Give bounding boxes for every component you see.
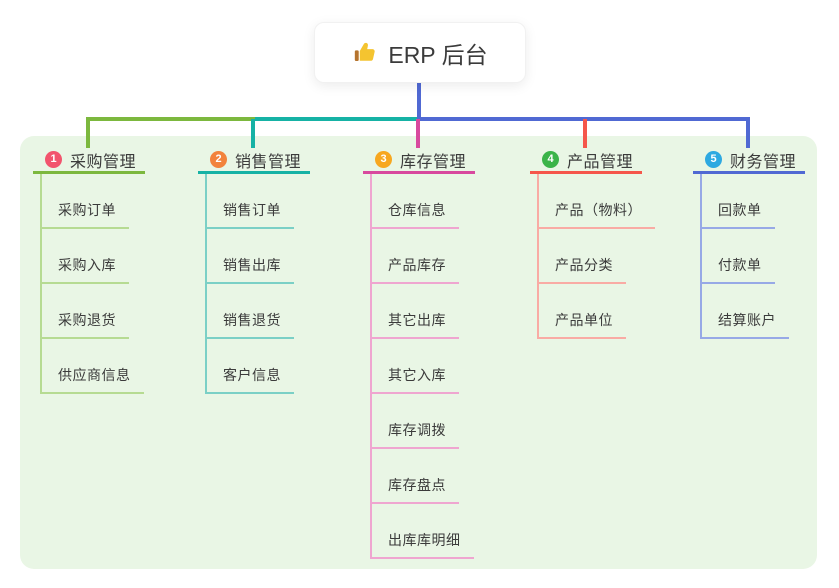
branch-inventory-label: 库存管理 bbox=[400, 153, 467, 171]
node-item[interactable]: 付款单 bbox=[700, 255, 775, 284]
connector-trunk bbox=[417, 83, 421, 119]
node-item[interactable]: 产品单位 bbox=[537, 310, 626, 339]
branch-finance: 5 财务管理 回款单 付款单 结算账户 bbox=[693, 148, 839, 339]
branch-finance-child-line bbox=[700, 174, 702, 339]
mindmap-canvas-panel bbox=[20, 136, 817, 569]
node-item[interactable]: 出库库明细 bbox=[370, 530, 474, 559]
branch-inventory-header[interactable]: 3 库存管理 bbox=[363, 148, 533, 171]
branch-product: 4 产品管理 产品（物料） 产品分类 产品单位 bbox=[530, 148, 700, 339]
node-item[interactable]: 其它出库 bbox=[370, 310, 459, 339]
branch-purchase-label: 采购管理 bbox=[70, 153, 137, 171]
node-item[interactable]: 回款单 bbox=[700, 200, 775, 229]
branch-purchase-badge: 1 bbox=[45, 151, 62, 168]
connector-drop-sales bbox=[251, 119, 255, 148]
branch-purchase-child-line bbox=[40, 174, 42, 394]
node-item[interactable]: 结算账户 bbox=[700, 310, 789, 339]
branch-purchase-children: 采购订单 采购入库 采购退货 供应商信息 bbox=[33, 174, 203, 394]
branch-finance-underline bbox=[693, 171, 805, 174]
branch-inventory-underline bbox=[363, 171, 475, 174]
branch-finance-children: 回款单 付款单 结算账户 bbox=[693, 174, 839, 339]
branch-sales-header[interactable]: 2 销售管理 bbox=[198, 148, 368, 171]
node-item[interactable]: 其它入库 bbox=[370, 365, 459, 394]
node-item[interactable]: 仓库信息 bbox=[370, 200, 459, 229]
connector-drop-product bbox=[583, 119, 587, 148]
node-item[interactable]: 采购退货 bbox=[40, 310, 129, 339]
node-item[interactable]: 销售退货 bbox=[205, 310, 294, 339]
branch-finance-header[interactable]: 5 财务管理 bbox=[693, 148, 839, 171]
branch-sales-underline bbox=[198, 171, 310, 174]
node-item[interactable]: 采购订单 bbox=[40, 200, 129, 229]
node-item[interactable]: 销售出库 bbox=[205, 255, 294, 284]
branch-sales-child-line bbox=[205, 174, 207, 394]
connector-drop-inventory bbox=[416, 119, 420, 148]
branch-product-children: 产品（物料） 产品分类 产品单位 bbox=[530, 174, 700, 339]
branch-inventory-child-line bbox=[370, 174, 372, 559]
node-item[interactable]: 库存盘点 bbox=[370, 475, 459, 504]
branch-product-label: 产品管理 bbox=[567, 153, 634, 171]
branch-sales-label: 销售管理 bbox=[235, 153, 302, 171]
root-label: ERP 后台 bbox=[388, 41, 488, 68]
node-item[interactable]: 供应商信息 bbox=[40, 365, 144, 394]
connector-drop-purchase bbox=[86, 119, 90, 148]
branch-product-header[interactable]: 4 产品管理 bbox=[530, 148, 700, 171]
branch-purchase-underline bbox=[33, 171, 145, 174]
branch-inventory: 3 库存管理 仓库信息 产品库存 其它出库 其它入库 库存调拨 库存盘点 出库库… bbox=[363, 148, 533, 559]
connector-horizontal-purchase bbox=[86, 117, 255, 121]
node-item[interactable]: 采购入库 bbox=[40, 255, 129, 284]
branch-sales-children: 销售订单 销售出库 销售退货 客户信息 bbox=[198, 174, 368, 394]
node-item[interactable]: 产品分类 bbox=[537, 255, 626, 284]
connector-drop-finance bbox=[746, 119, 750, 148]
node-item[interactable]: 产品（物料） bbox=[537, 200, 655, 229]
node-item[interactable]: 客户信息 bbox=[205, 365, 294, 394]
branch-sales: 2 销售管理 销售订单 销售出库 销售退货 客户信息 bbox=[198, 148, 368, 394]
branch-inventory-badge: 3 bbox=[375, 151, 392, 168]
node-item[interactable]: 产品库存 bbox=[370, 255, 459, 284]
thumbs-up-icon bbox=[352, 40, 378, 66]
branch-product-child-line bbox=[537, 174, 539, 339]
node-item[interactable]: 库存调拨 bbox=[370, 420, 459, 449]
root-node[interactable]: ERP 后台 bbox=[314, 22, 526, 83]
branch-finance-label: 财务管理 bbox=[730, 153, 797, 171]
branch-product-underline bbox=[530, 171, 642, 174]
branch-purchase-header[interactable]: 1 采购管理 bbox=[33, 148, 203, 171]
connector-horizontal-sales bbox=[255, 117, 417, 121]
branch-inventory-children: 仓库信息 产品库存 其它出库 其它入库 库存调拨 库存盘点 出库库明细 bbox=[363, 174, 533, 559]
node-item[interactable]: 销售订单 bbox=[205, 200, 294, 229]
branch-finance-badge: 5 bbox=[705, 151, 722, 168]
branch-sales-badge: 2 bbox=[210, 151, 227, 168]
branch-product-badge: 4 bbox=[542, 151, 559, 168]
branch-purchase: 1 采购管理 采购订单 采购入库 采购退货 供应商信息 bbox=[33, 148, 203, 394]
